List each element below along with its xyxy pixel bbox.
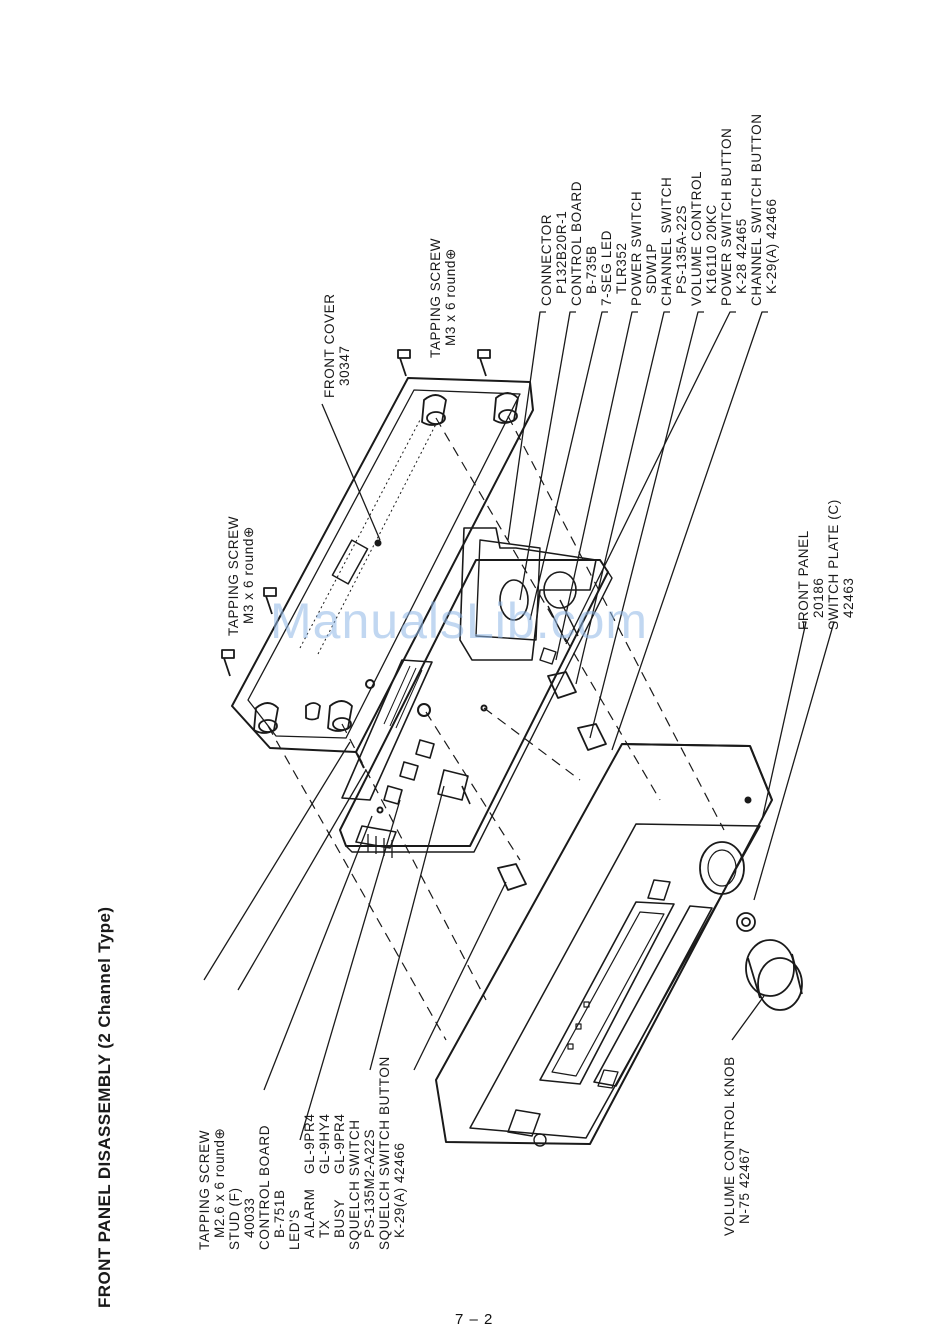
front-panel-label: FRONT PANEL 20186 SWITCH PLATE (C) 42463 — [796, 499, 856, 630]
control-board-b751b — [339, 559, 613, 858]
tapping-screws-top — [397, 349, 491, 377]
switch-plate-part: 42463 — [841, 577, 856, 618]
control-board-label: CONTROL BOARD — [257, 1124, 272, 1250]
channel-switch-label: CHANNEL SWITCH — [659, 176, 674, 306]
volume-control-label: VOLUME CONTROL — [689, 170, 704, 306]
tapping-screws-mid — [221, 587, 277, 677]
squelch-button-part: K-29(A) 42466 — [392, 1142, 407, 1238]
led-row-alarm: ALARMGL-9PR4 — [302, 1113, 317, 1238]
tapping-screw-mid-label: TAPPING SCREW M3 x 6 round⊕ — [226, 515, 256, 636]
page-title: FRONT PANEL DISASSEMBLY (2 Channel Type) — [95, 906, 114, 1308]
tapping-screw-spec: M2.6 x 6 round⊕ — [212, 1127, 227, 1238]
channel-switch-part: PS-135A-22S — [674, 204, 689, 294]
power-switch-label: POWER SWITCH — [629, 190, 644, 306]
tapping-screw-label: TAPPING SCREW — [197, 1129, 212, 1250]
watermark: ManualsLib.com — [270, 593, 649, 649]
volume-knob-label: VOLUME CONTROL KNOB N-75 42467 — [722, 1056, 752, 1236]
power-switch-button-label: POWER SWITCH BUTTON — [719, 127, 734, 306]
tapping-screw-top-label: TAPPING SCREW M3 x 6 round⊕ — [428, 237, 458, 358]
channel-switch-button-label: CHANNEL SWITCH BUTTON — [749, 113, 764, 306]
switch-plate-label: SWITCH PLATE (C) — [826, 499, 841, 630]
left-label-block: TAPPING SCREW M2.6 x 6 round⊕ STUD (F) 4… — [197, 1056, 407, 1250]
led-row-busy: BUSYGL-9PR4 — [332, 1113, 347, 1238]
seg-led-part: TLR352 — [614, 242, 629, 294]
leds-label: LED'S — [287, 1209, 302, 1250]
channel-switch-button-part: K-29(A) 42466 — [764, 198, 779, 294]
control-board-b735b-label: CONTROL BOARD — [569, 180, 584, 306]
control-board-b735b — [459, 527, 597, 665]
front-cover-plate — [231, 377, 534, 769]
right-label-block: CONNECTOR P132B20R-1 CONTROL BOARD B-735… — [539, 113, 779, 306]
led-row-tx: TXGL-9HY4 — [317, 1113, 332, 1238]
control-board-part: B-751B — [272, 1189, 287, 1238]
power-switch-part: SDW1P — [644, 242, 659, 294]
page-number: 7 – 2 — [455, 1311, 494, 1328]
front-cover-label: FRONT COVER 30347 — [322, 293, 352, 398]
stud-label: STUD (F) — [227, 1187, 242, 1250]
squelch-button-label: SQUELCH SWITCH BUTTON — [377, 1056, 392, 1250]
stud-part: 40033 — [242, 1197, 257, 1238]
control-board-b735b-part: B-735B — [584, 245, 599, 294]
connector-label: CONNECTOR — [539, 213, 554, 306]
switch-buttons — [497, 671, 607, 891]
seg-led-label: 7-SEG LED — [599, 230, 614, 306]
power-switch-button-part: K-28 42465 — [734, 218, 749, 294]
squelch-switch-part: PS-135M2-A22S — [362, 1128, 377, 1238]
front-panel-box — [435, 743, 773, 1147]
volume-knob — [736, 912, 803, 1011]
volume-control-part: K16110 20KC — [704, 204, 719, 294]
squelch-switch-label: SQUELCH SWITCH — [347, 1119, 362, 1250]
connector-part: P132B20R-1 — [554, 210, 569, 294]
